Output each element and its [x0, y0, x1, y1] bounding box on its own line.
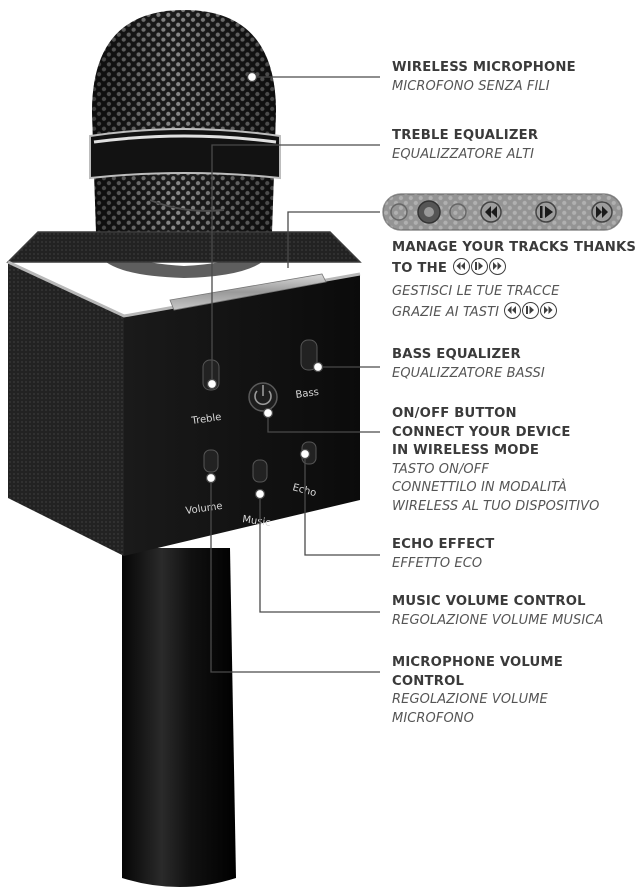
panel-label-bass: Bass — [295, 387, 320, 401]
callout-subtitle-line2: GRAZIE AI TASTI — [392, 301, 638, 323]
callout-on-off: ON/OFF BUTTON CONNECT YOUR DEVICE IN WIR… — [392, 405, 638, 516]
callout-subtitle: EFFETTO ECO — [392, 555, 483, 571]
next-track-icon — [488, 257, 506, 275]
callout-title-line2: TO THE — [392, 257, 638, 279]
speaker-box — [6, 199, 362, 556]
play-pause-icon — [522, 301, 540, 319]
callout-title: WIRELESS MICROPHONE — [392, 60, 576, 75]
callout-title-line2: CONTROL — [392, 673, 465, 689]
callout-title: TREBLE EQUALIZER — [392, 128, 539, 143]
callout-subtitle: GESTISCI LE TUE TRACCE — [392, 284, 560, 299]
play-pause-icon — [535, 201, 557, 223]
panel-label-music: Music — [242, 514, 272, 529]
callout-subtitle-line2: MICROFONO — [392, 710, 474, 726]
previous-track-icon — [480, 201, 502, 223]
callout-music-volume: MUSIC VOLUME CONTROL REGOLAZIONE VOLUME … — [392, 593, 638, 630]
callout-subtitle-line2: CONNETTILO IN MODALITÀ — [392, 480, 567, 495]
callout-subtitle: EQUALIZZATORE BASSI — [392, 365, 545, 381]
panel-label-volume: Volume — [185, 501, 223, 517]
play-pause-icon — [470, 257, 488, 275]
front-panel-controls: Treble Bass Volume Music Echo — [185, 339, 320, 529]
callout-subtitle: REGOLAZIONE VOLUME MUSICA — [392, 612, 604, 628]
callout-title-line2: CONNECT YOUR DEVICE — [392, 424, 571, 440]
callout-echo-effect: ECHO EFFECT EFFETTO ECO — [392, 536, 638, 573]
callout-bass-equalizer: BASS EQUALIZER EQUALIZZATORE BASSI — [392, 346, 638, 383]
callout-subtitle-line3: WIRELESS AL TUO DISPOSITIVO — [392, 498, 600, 514]
next-track-icon — [591, 201, 613, 223]
next-track-icon — [540, 301, 558, 319]
callout-subtitle: TASTO ON/OFF — [392, 461, 489, 477]
callout-mic-volume: MICROPHONE VOLUME CONTROL REGOLAZIONE VO… — [392, 654, 638, 728]
callout-treble-equalizer: TREBLE EQUALIZER EQUALIZZATORE ALTI — [392, 127, 638, 164]
callout-title: ON/OFF BUTTON — [392, 406, 517, 421]
panel-label-treble: Treble — [190, 412, 222, 427]
callout-title: MANAGE YOUR TRACKS THANKS — [392, 240, 637, 255]
previous-track-icon — [504, 301, 522, 319]
callout-title: BASS EQUALIZER — [392, 347, 521, 362]
callout-wireless-microphone: WIRELESS MICROPHONE MICROFONO SENZA FILI — [392, 59, 638, 96]
callout-subtitle: MICROFONO SENZA FILI — [392, 78, 550, 94]
microphone-head — [89, 10, 281, 278]
callout-title: ECHO EFFECT — [392, 537, 495, 552]
callout-subtitle: EQUALIZZATORE ALTI — [392, 146, 535, 162]
track-buttons-strip — [382, 193, 623, 231]
previous-track-icon — [452, 257, 470, 275]
power-icon — [254, 390, 272, 406]
callout-tracks: MANAGE YOUR TRACKS THANKS TO THE GESTISC… — [392, 239, 638, 322]
callout-title: MUSIC VOLUME CONTROL — [392, 594, 586, 609]
callout-title-line3: IN WIRELESS MODE — [392, 443, 540, 458]
callout-subtitle: REGOLAZIONE VOLUME — [392, 692, 548, 707]
microphone-handle — [122, 548, 236, 887]
leader-lines — [205, 71, 380, 673]
callout-title: MICROPHONE VOLUME — [392, 655, 563, 670]
